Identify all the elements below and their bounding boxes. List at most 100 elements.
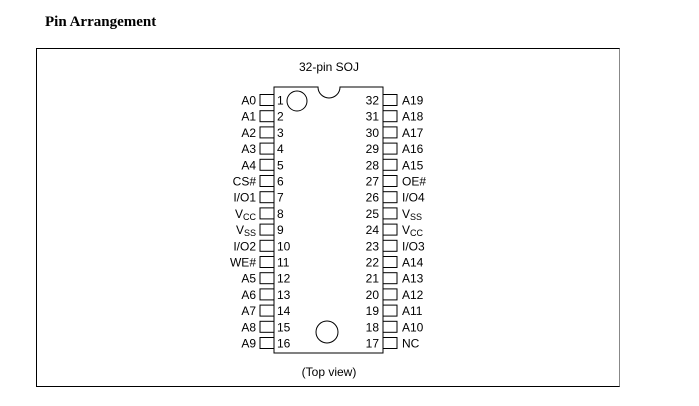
pin-label-6: CS# [233, 175, 257, 189]
pin-label-19: A11 [402, 304, 423, 318]
pin-number-28: 28 [366, 158, 380, 172]
pin-number-29: 29 [366, 142, 380, 156]
pin-number-23: 23 [366, 239, 380, 253]
pin-label-32: A19 [402, 94, 424, 108]
pin-lead-1 [259, 94, 275, 106]
pin-lead-28 [382, 158, 398, 171]
pin-number-31: 31 [366, 110, 380, 124]
pin-lead-19 [382, 304, 398, 317]
pin-label-21: A13 [402, 272, 424, 286]
pin-number-14: 14 [277, 304, 291, 318]
pin-label-30: A17 [402, 126, 424, 140]
pin-label-16: A9 [241, 337, 256, 351]
package-label: 32-pin SOJ [299, 60, 359, 74]
pin-label-23: I/O3 [402, 239, 425, 253]
pin-lead-8 [259, 207, 275, 220]
pin-label-5: A4 [241, 158, 256, 172]
pin-number-4: 4 [277, 142, 284, 156]
pin-label-11: WE# [230, 256, 256, 270]
pin-label-1: A0 [241, 94, 256, 108]
section-heading: Pin Arrangement [45, 14, 157, 30]
pin-number-7: 7 [277, 191, 284, 205]
pin-number-16: 16 [277, 337, 291, 351]
pin-lead-32 [382, 94, 398, 106]
pin-label-29: A16 [402, 142, 424, 156]
pin-number-22: 22 [366, 256, 380, 270]
pin-number-13: 13 [277, 288, 291, 302]
pin-lead-26 [382, 191, 398, 204]
pin-number-17: 17 [366, 337, 380, 351]
pin-number-25: 25 [366, 207, 380, 221]
pin-label-7: I/O1 [233, 191, 256, 205]
diagram-frame [36, 48, 620, 387]
pin-lead-9 [259, 223, 275, 236]
bottom-marker-circle [315, 320, 339, 344]
pin-lead-22 [382, 256, 398, 268]
pin-lead-18 [382, 320, 398, 333]
pin-lead-23 [382, 239, 398, 252]
pin-number-21: 21 [366, 272, 380, 286]
pin-number-5: 5 [277, 158, 284, 172]
pin-number-1: 1 [277, 94, 284, 108]
pin-label-31: A18 [402, 110, 424, 124]
pin-label-20: A12 [402, 288, 424, 302]
pin-number-2: 2 [277, 110, 284, 124]
pin-lead-16 [259, 337, 275, 349]
pin-label-26: I/O4 [402, 191, 425, 205]
pin-number-8: 8 [277, 207, 284, 221]
pin-number-10: 10 [277, 239, 291, 253]
pin-lead-13 [259, 288, 275, 301]
pin-lead-12 [259, 272, 275, 285]
pin-lead-15 [259, 320, 275, 333]
pin-lead-2 [259, 110, 275, 123]
pin-number-15: 15 [277, 320, 291, 334]
pin-label-4: A3 [241, 142, 256, 156]
pin-lead-25 [382, 207, 398, 220]
pin1-marker-circle [286, 90, 308, 112]
pin-lead-24 [382, 223, 398, 236]
pin-number-12: 12 [277, 272, 291, 286]
pin-lead-6 [259, 175, 275, 187]
pin-label-13: A6 [241, 288, 256, 302]
pin-label-10: I/O2 [233, 239, 256, 253]
pin-lead-21 [382, 272, 398, 285]
pin-label-18: A10 [402, 320, 424, 334]
pin-lead-11 [259, 256, 275, 268]
pin-label-14: A7 [241, 304, 256, 318]
pin-number-24: 24 [366, 223, 380, 237]
pin-number-11: 11 [277, 256, 290, 270]
pin-lead-3 [259, 126, 275, 139]
pin-label-24: VCC [402, 223, 424, 238]
pin-lead-14 [259, 304, 275, 317]
pin-number-30: 30 [366, 126, 380, 140]
pin-number-26: 26 [366, 191, 380, 205]
pin-label-27: OE# [402, 175, 426, 189]
pin-lead-10 [259, 239, 275, 252]
pin-lead-31 [382, 110, 398, 123]
pin-lead-4 [259, 142, 275, 155]
pin-number-9: 9 [277, 223, 284, 237]
pin-number-32: 32 [366, 94, 380, 108]
pin-label-25: VSS [402, 207, 422, 222]
pin-number-3: 3 [277, 126, 284, 140]
pin-lead-7 [259, 191, 275, 204]
pin-label-15: A8 [241, 320, 256, 334]
pin-number-27: 27 [366, 175, 380, 189]
pin-label-9: VSS [236, 223, 256, 238]
pin-number-6: 6 [277, 175, 284, 189]
pin-number-20: 20 [366, 288, 380, 302]
pin-label-3: A2 [241, 126, 256, 140]
pin-number-19: 19 [366, 304, 380, 318]
pin-lead-27 [382, 175, 398, 187]
top-view-caption: (Top view) [302, 365, 357, 379]
pin-number-18: 18 [366, 320, 380, 334]
pin-lead-30 [382, 126, 398, 139]
pin-lead-17 [382, 337, 398, 349]
pin-lead-5 [259, 158, 275, 171]
pin-lead-20 [382, 288, 398, 301]
pin-lead-29 [382, 142, 398, 155]
pin-label-22: A14 [402, 256, 424, 270]
pin-label-2: A1 [241, 110, 256, 124]
pin-label-8: VCC [235, 207, 257, 222]
